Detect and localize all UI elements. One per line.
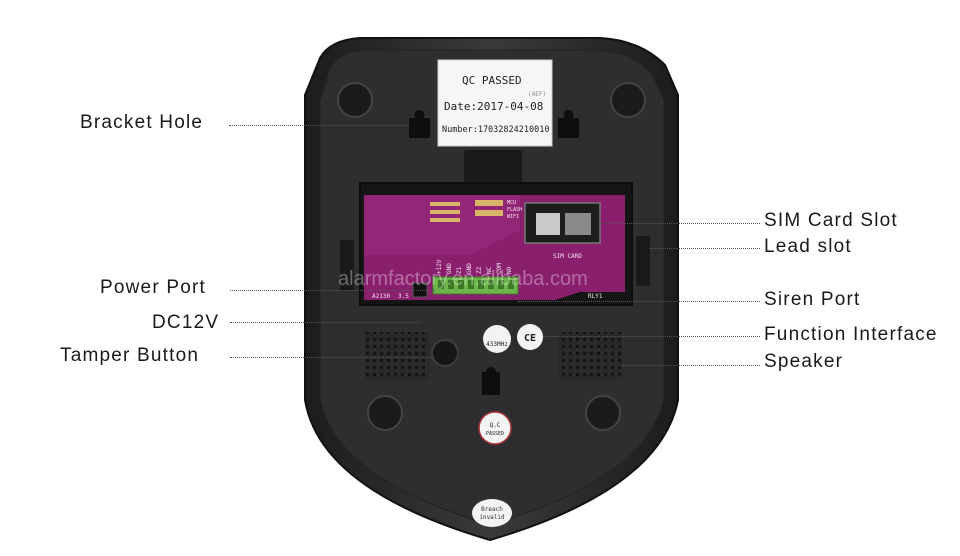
ce-badge <box>517 324 543 350</box>
qc-round-bottom: PASSED <box>486 431 504 437</box>
breach-top: Breach <box>481 506 503 513</box>
leader-tamper-button <box>230 357 432 358</box>
speaker-grill-right <box>558 332 622 380</box>
mcu-label: MCU <box>507 200 516 206</box>
label-bracket-hole: Bracket Hole <box>80 112 204 133</box>
leader-siren-port <box>518 301 760 302</box>
ce-badge-text: CE <box>524 333 536 344</box>
qc-code: (4EF) <box>528 91 546 98</box>
watermark: alarmfactory.en.alibaba.com <box>338 268 588 290</box>
terminal-label: NO <box>506 266 513 274</box>
terminal-label: COM <box>496 263 503 274</box>
breach-bottom: invalid <box>479 514 505 521</box>
terminal-block <box>432 276 519 295</box>
label-lead-slot: Lead slot <box>764 236 852 257</box>
leader-function-interface <box>543 336 760 337</box>
qc-round-top: Q.C <box>490 422 501 429</box>
qc-title: QC PASSED <box>462 74 522 87</box>
freq-badge-text: 433MHz <box>486 341 508 348</box>
leader-dc12v <box>230 322 420 323</box>
label-tamper-button: Tamper Button <box>60 345 200 366</box>
qc-passed-sticker <box>437 59 553 147</box>
leader-power-port <box>230 290 435 291</box>
label-siren-port: Siren Port <box>764 289 861 310</box>
pcb-label-35: 3.5 <box>398 293 409 300</box>
terminal-label: +12V <box>436 259 443 274</box>
rubber-feet <box>337 82 646 431</box>
qc-round-sticker <box>478 411 512 445</box>
label-dc12v: DC12V <box>152 312 220 333</box>
freq-badge <box>483 325 511 353</box>
terminal-label: NC <box>486 266 493 274</box>
qc-date: Date:2017-04-08 <box>444 100 543 113</box>
label-function-interface: Function Interface <box>764 324 938 345</box>
leader-lead-slot <box>650 248 760 249</box>
breach-sticker <box>472 499 512 527</box>
bracket-hole-icon <box>409 110 579 395</box>
label-power-port: Power Port <box>100 277 206 298</box>
leader-speaker <box>622 365 760 366</box>
label-speaker: Speaker <box>764 351 844 372</box>
speaker-grill-left <box>365 332 429 380</box>
terminal-label: GND <box>466 263 473 274</box>
label-sim-card-slot: SIM Card Slot <box>764 210 898 231</box>
pcb-label-a2130: A2130 <box>372 293 390 300</box>
terminal-label: Z1 <box>456 266 463 274</box>
qc-number: Number:17032824210010 <box>442 125 549 135</box>
terminal-label: Z2 <box>476 266 483 274</box>
pcb-label-rly: RLY1 <box>588 293 603 300</box>
leader-sim-card-slot <box>600 223 760 224</box>
tamper-button <box>431 339 459 367</box>
terminal-label: GND <box>446 263 453 274</box>
mcu-label: WIFI <box>507 214 519 220</box>
sim-card-label: SIM CARD <box>553 253 582 260</box>
mcu-label: FLASH <box>507 207 522 213</box>
leader-bracket-hole <box>229 125 409 126</box>
